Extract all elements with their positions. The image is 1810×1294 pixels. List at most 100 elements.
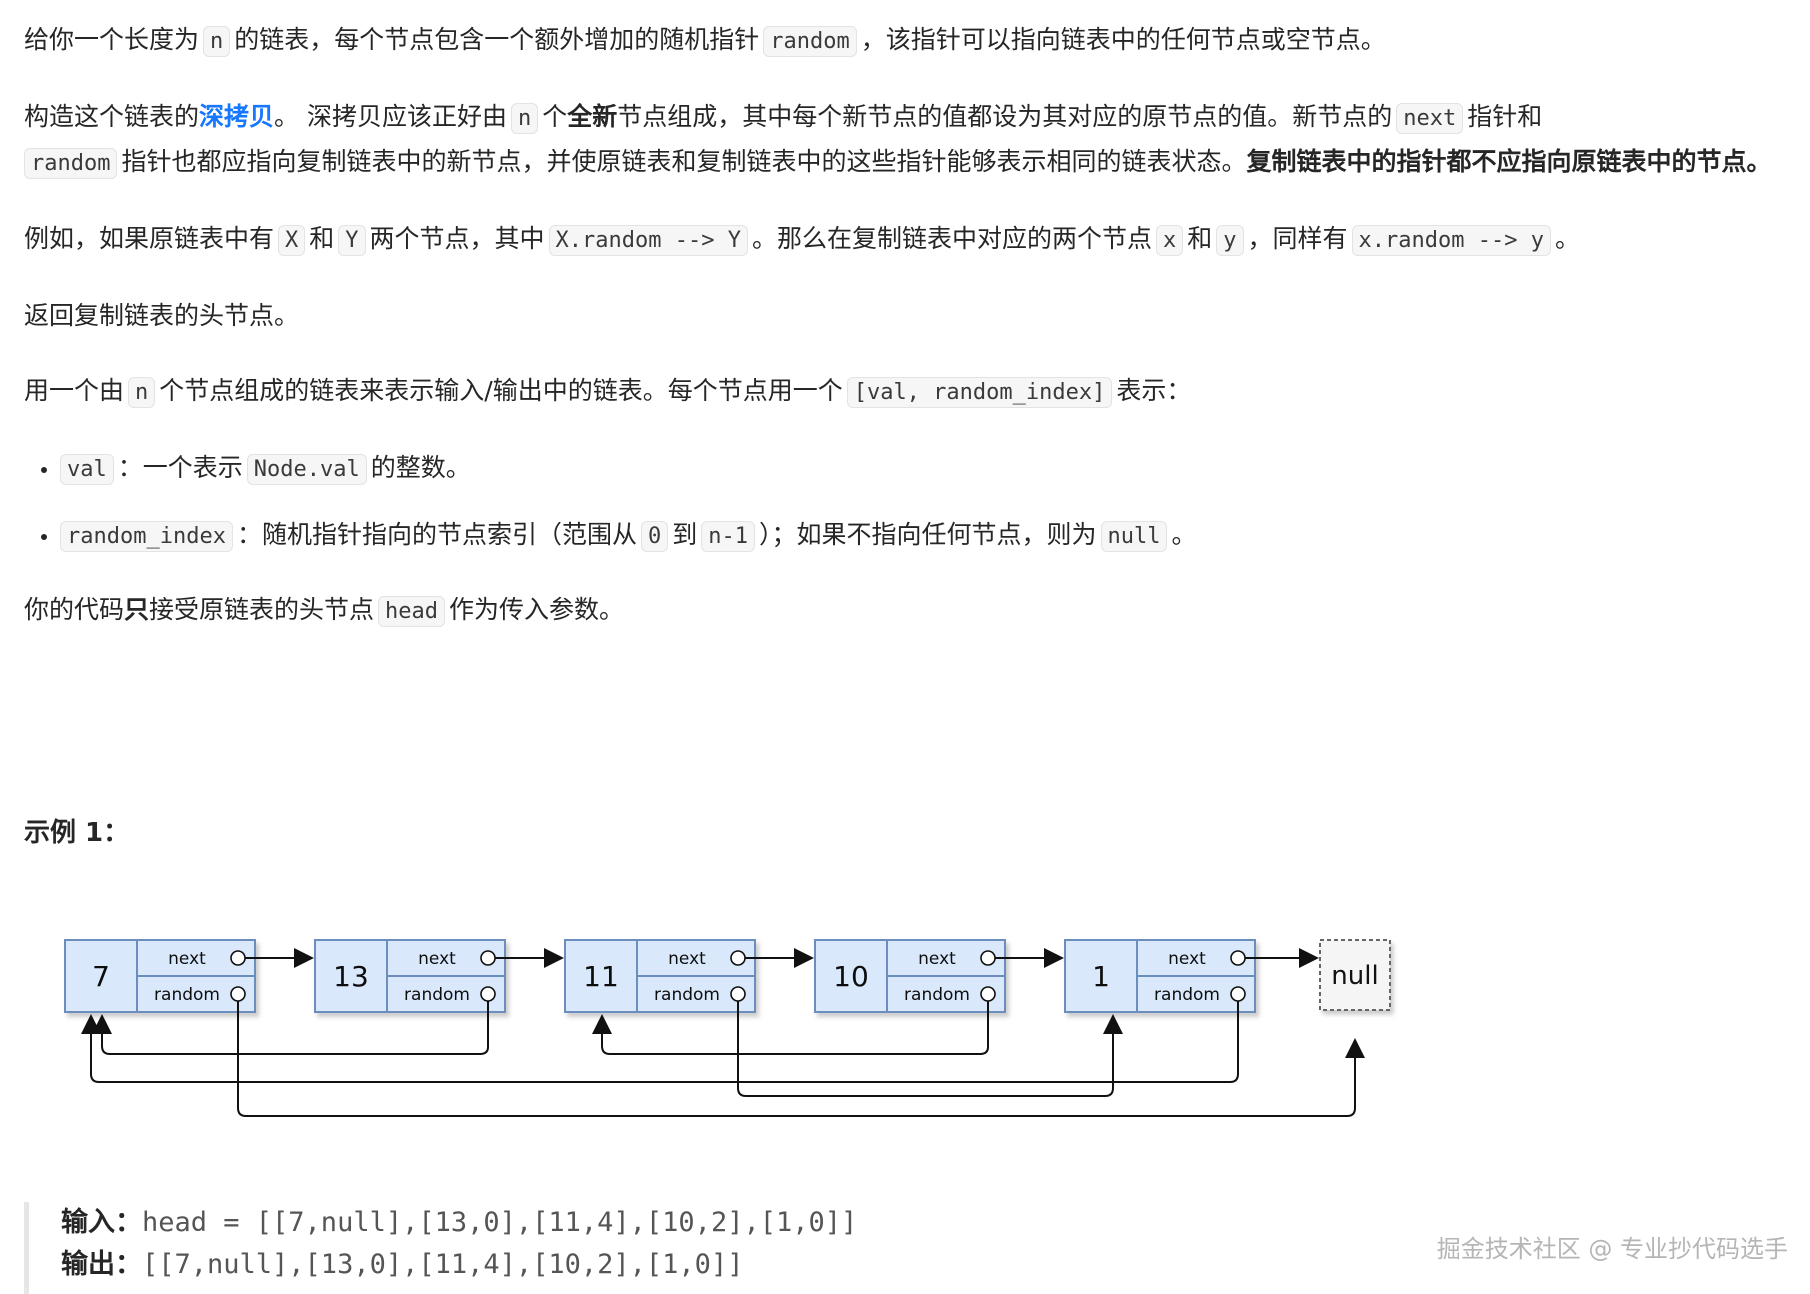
inline-code: n: [203, 26, 231, 57]
random-label: random: [154, 985, 220, 1005]
random-arrow: [81, 1001, 1239, 1083]
inline-code: [val, random_index]: [846, 377, 1113, 408]
text: 节点组成，其中每个新节点的值都设为其对应的原节点的值。新节点的: [617, 102, 1393, 131]
watermark: 掘金技术社区 @ 专业抄代码选手: [1436, 1235, 1788, 1263]
text: 你的代码: [24, 595, 125, 624]
text: 个: [542, 102, 568, 131]
inline-code: X: [278, 225, 306, 256]
list-node: 13 next random: [314, 939, 506, 1013]
text: 两个节点，其中: [369, 224, 545, 253]
text: 。: [1746, 147, 1772, 176]
input-line: 输入：head = [[7,null],[13,0],[11,4],[10,2]…: [61, 1202, 857, 1244]
inline-code: n: [510, 103, 539, 134]
text: 作为传入参数。: [449, 595, 625, 624]
random-arrow: [737, 1001, 1123, 1097]
inline-code: random: [763, 26, 857, 57]
text: 。: [1554, 224, 1580, 253]
input-value: head = [[7,null],[13,0],[11,4],[10,2],[1…: [142, 1207, 858, 1238]
text: 指针也都应指向复制链表中的新节点，并使原链表和复制链表中的这些指针能够表示相同的…: [121, 147, 1247, 176]
text: 。那么在复制链表中对应的两个节点: [751, 224, 1152, 253]
text: ：一个表示: [117, 453, 243, 482]
text: 个节点组成的链表来表示输入/输出中的链表。每个节点用一个: [159, 376, 843, 405]
random-arrow: [592, 1001, 989, 1055]
paragraph-4: 返回复制链表的头节点。: [24, 301, 300, 330]
deep-copy-link[interactable]: 深拷贝: [199, 102, 275, 131]
inline-code: random: [24, 148, 118, 179]
next-label: next: [918, 949, 956, 969]
inline-code: n: [128, 377, 156, 408]
random-arrow: [237, 1001, 1365, 1117]
bold-text: 全新: [567, 102, 618, 131]
inline-code: random_index: [60, 521, 233, 552]
inline-code: x.random --> y: [1351, 225, 1551, 256]
node-value: 10: [833, 960, 869, 993]
null-node: null: [1319, 939, 1391, 1011]
random-pointer-dot: [730, 986, 746, 1002]
text: 用一个由: [24, 376, 125, 405]
node-value: 1: [1092, 960, 1110, 993]
bold-text: 复制链表中的指针都不应指向原链表中的节点: [1246, 147, 1747, 176]
text: 和: [309, 224, 335, 253]
random-label: random: [404, 985, 470, 1005]
list-node: 10 next random: [814, 939, 1006, 1013]
list-item: random_index：随机指针指向的节点索引（范围从0到n-1）；如果不指向…: [60, 513, 1784, 558]
output-value: [[7,null],[13,0],[11,4],[10,2],[1,0]]: [142, 1249, 744, 1280]
random-label: random: [904, 985, 970, 1005]
next-pointer-dot: [480, 950, 496, 966]
example-io: 输入：head = [[7,null],[13,0],[11,4],[10,2]…: [24, 1202, 857, 1294]
inline-code: 0: [640, 521, 669, 552]
node-value: 13: [333, 960, 369, 993]
random-label: random: [654, 985, 720, 1005]
input-label: 输入：: [61, 1207, 142, 1238]
inline-code: next: [1396, 103, 1464, 134]
inline-code: val: [60, 454, 114, 485]
text: 接受原链表的头节点: [149, 595, 375, 624]
inline-code: head: [378, 596, 446, 627]
text: 和: [1187, 224, 1213, 253]
inline-code: null: [1100, 521, 1168, 552]
text: ，该指针可以指向链表中的任何节点或空节点。: [860, 25, 1386, 54]
text: 的链表，每个节点包含一个额外增加的随机指针: [234, 25, 760, 54]
output-line: 输出：[[7,null],[13,0],[11,4],[10,2],[1,0]]: [61, 1244, 857, 1286]
inline-code: Node.val: [246, 454, 367, 485]
next-pointer-dot: [1230, 950, 1246, 966]
random-pointer-dot: [1230, 986, 1246, 1002]
random-pointer-dot: [480, 986, 496, 1002]
next-label: next: [668, 949, 706, 969]
inline-code: x: [1156, 225, 1184, 256]
random-arrow: [92, 1001, 489, 1055]
text: ）；如果不指向任何节点，则为: [758, 520, 1097, 549]
example-title: 示例 1：: [24, 818, 130, 848]
inline-code: y: [1216, 225, 1244, 256]
next-pointer-dot: [730, 950, 746, 966]
text: 例如，如果原链表中有: [24, 224, 275, 253]
next-label: next: [418, 949, 456, 969]
text: 指针和: [1467, 102, 1543, 131]
text: 到: [672, 520, 698, 549]
list-node: 11 next random: [564, 939, 756, 1013]
next-pointer-dot: [980, 950, 996, 966]
next-pointer-dot: [230, 950, 246, 966]
text: 。: [1171, 520, 1197, 549]
null-label: null: [1331, 961, 1378, 991]
node-value: 11: [583, 960, 619, 993]
random-pointer-dot: [230, 986, 246, 1002]
random-label: random: [1154, 985, 1220, 1005]
output-label: 输出：: [61, 1249, 142, 1280]
next-label: next: [168, 949, 206, 969]
bold-text: 只: [124, 595, 150, 624]
linked-list-svg: 7nextrandom13nextrandom11nextrandom10nex…: [64, 939, 1391, 1117]
text: 的整数。: [370, 453, 471, 482]
inline-code: X.random --> Y: [548, 225, 748, 256]
text: ，同样有: [1247, 224, 1348, 253]
inline-code: n-1: [701, 521, 755, 552]
